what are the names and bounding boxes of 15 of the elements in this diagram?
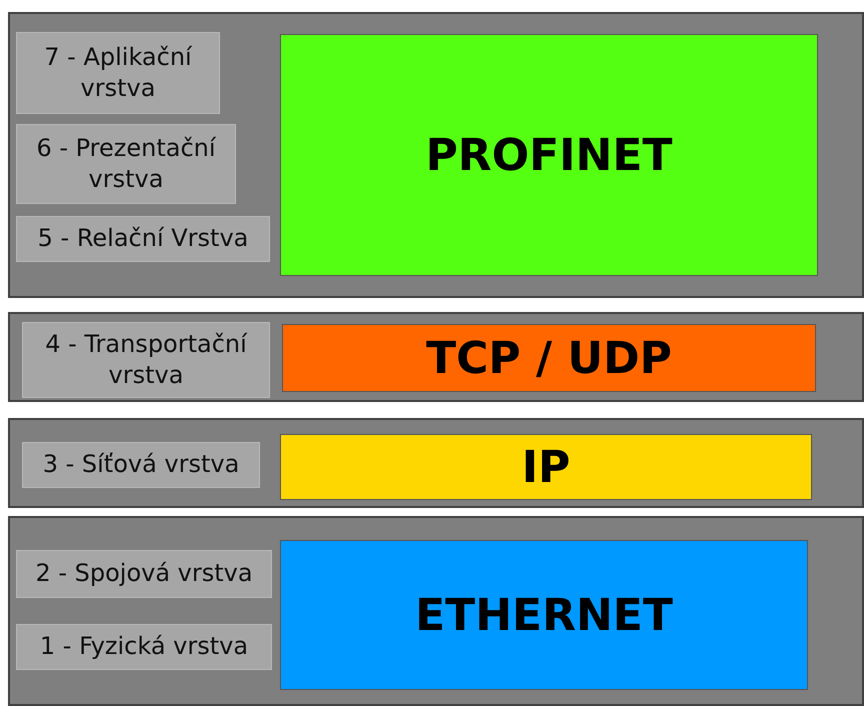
layer-band [8,312,864,402]
protocol-block: PROFINET [280,34,818,276]
layer-band [8,516,864,706]
layer-label: 3 - Síťová vrstva [22,442,260,488]
protocol-block: IP [280,434,812,500]
layer-label: 2 - Spojová vrstva [16,550,272,598]
layer-band [8,12,864,298]
layer-label: 7 - Aplikační vrstva [16,32,220,114]
layer-label: 5 - Relační Vrstva [16,216,270,262]
protocol-block: ETHERNET [280,540,808,690]
layer-band [8,418,864,508]
protocol-block: TCP / UDP [282,324,816,392]
layer-label: 1 - Fyzická vrstva [16,624,272,670]
layer-label: 4 - Transportační vrstva [22,322,270,398]
layer-label: 6 - Prezentační vrstva [16,124,236,204]
